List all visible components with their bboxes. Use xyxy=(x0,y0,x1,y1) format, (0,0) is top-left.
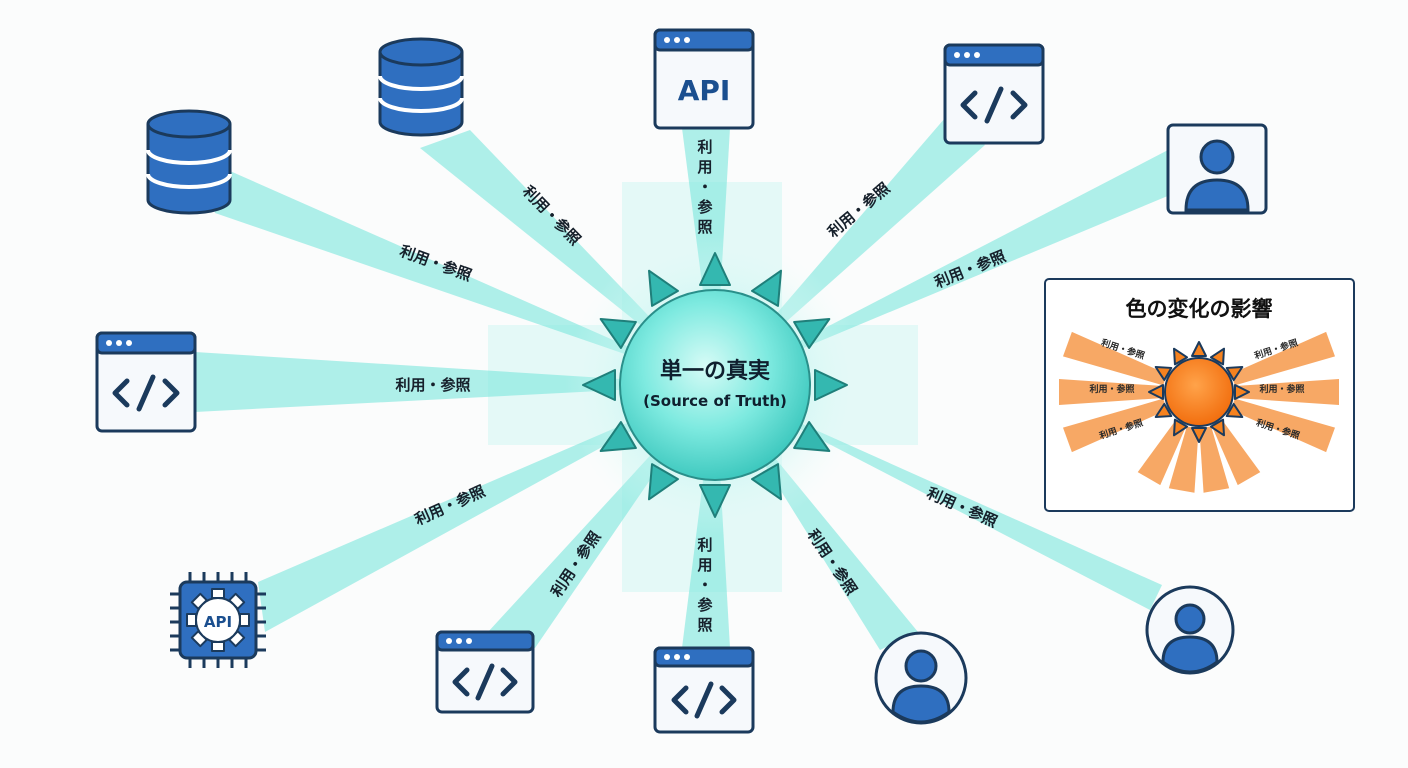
svg-text:参: 参 xyxy=(697,198,713,216)
inset-beam xyxy=(1059,379,1163,405)
inset-beam xyxy=(1137,420,1187,486)
inset-sun-ray xyxy=(1209,418,1225,437)
vertical-label-top: 利 用 ・ 参 照 xyxy=(697,138,713,236)
svg-text:用: 用 xyxy=(697,158,712,176)
beam-code-left xyxy=(195,352,715,412)
code-window-icon xyxy=(653,646,755,734)
inset-sun-ray xyxy=(1148,384,1164,400)
sun-ray-triangle xyxy=(582,369,616,401)
svg-text:・: ・ xyxy=(697,576,712,594)
inset-beam xyxy=(1168,426,1199,493)
inset-sun-ray xyxy=(1173,347,1189,366)
svg-text:照: 照 xyxy=(697,616,712,634)
sun-ray-triangle xyxy=(648,463,679,501)
inset-beam-label: 利用・参照 xyxy=(1258,383,1304,395)
inset-beam-label: 利用・参照 xyxy=(1088,383,1134,395)
svg-text:用: 用 xyxy=(697,556,712,574)
inset-sun-ray xyxy=(1225,402,1244,418)
database-icon xyxy=(378,37,464,137)
user-icon xyxy=(874,631,968,725)
inset-sun-ray xyxy=(1154,402,1173,418)
inset-beams xyxy=(1059,331,1339,493)
inset-beam xyxy=(1211,420,1261,486)
sun-ray-triangle xyxy=(699,252,731,286)
user-icon xyxy=(1166,123,1268,215)
center-sun: 単一の真実 (Source of Truth) xyxy=(565,235,865,535)
code-window-icon xyxy=(435,630,535,714)
svg-text:参: 参 xyxy=(697,596,713,614)
inset-sun-core xyxy=(1164,357,1234,427)
sun-ray-triangle xyxy=(599,318,637,349)
user-icon xyxy=(1145,585,1235,675)
inset-beam xyxy=(1230,331,1336,386)
api-window-icon: API xyxy=(653,28,755,130)
svg-text:利: 利 xyxy=(697,138,712,156)
inset-sun-ray xyxy=(1209,347,1225,366)
api-chip-label: API xyxy=(204,613,232,631)
code-window-icon xyxy=(95,331,197,433)
sun-ray-triangle xyxy=(699,484,731,518)
inset-sun-ray xyxy=(1154,366,1173,382)
gear-tooth xyxy=(211,588,225,599)
inset-sun-ray xyxy=(1234,384,1250,400)
center-subtitle: (Source of Truth) xyxy=(643,392,787,410)
inset-beam xyxy=(1062,331,1168,386)
svg-text:利: 利 xyxy=(697,536,712,554)
inset-sun-ray xyxy=(1225,366,1244,382)
sun-ray-triangle xyxy=(793,318,831,349)
svg-text:・: ・ xyxy=(697,178,712,196)
code-window-icon xyxy=(943,43,1045,145)
inset-sun-ray xyxy=(1173,418,1189,437)
vertical-label-bottom: 利 用 ・ 参 照 xyxy=(697,536,713,634)
sun-core xyxy=(619,289,811,481)
inset-beam xyxy=(1235,379,1339,405)
api-label: API xyxy=(678,74,731,107)
inset-title: 色の変化の影響 xyxy=(1126,297,1273,321)
inset-beam xyxy=(1199,426,1230,493)
inset-beam xyxy=(1230,398,1336,453)
sun-rays xyxy=(582,252,848,518)
svg-text:照: 照 xyxy=(697,218,712,236)
sun-ray-triangle xyxy=(751,463,782,501)
inset-sun-ray xyxy=(1191,427,1207,443)
database-icon xyxy=(146,109,232,215)
sun-ray-triangle xyxy=(814,369,848,401)
sun-ray-triangle xyxy=(648,269,679,307)
sun-ray-triangle xyxy=(793,421,831,452)
beam-label: 利用・参照 xyxy=(395,376,470,394)
gear-tooth xyxy=(186,613,197,627)
inset-sun-rays xyxy=(1148,341,1250,443)
sun-ray-triangle xyxy=(751,269,782,307)
api-gear-chip-icon: API xyxy=(170,572,266,668)
inset-beam xyxy=(1062,398,1168,453)
inset-sun-ray xyxy=(1191,341,1207,357)
gear-tooth xyxy=(211,641,225,652)
center-title: 単一の真実 xyxy=(660,358,770,384)
sun-ray-triangle xyxy=(599,421,637,452)
gear-tooth xyxy=(239,613,250,627)
color-change-inset: 色の変化の影響 利用・参照 利用・参照 利用・参照 利用・参照 利用・参照 利用… xyxy=(1044,278,1355,512)
